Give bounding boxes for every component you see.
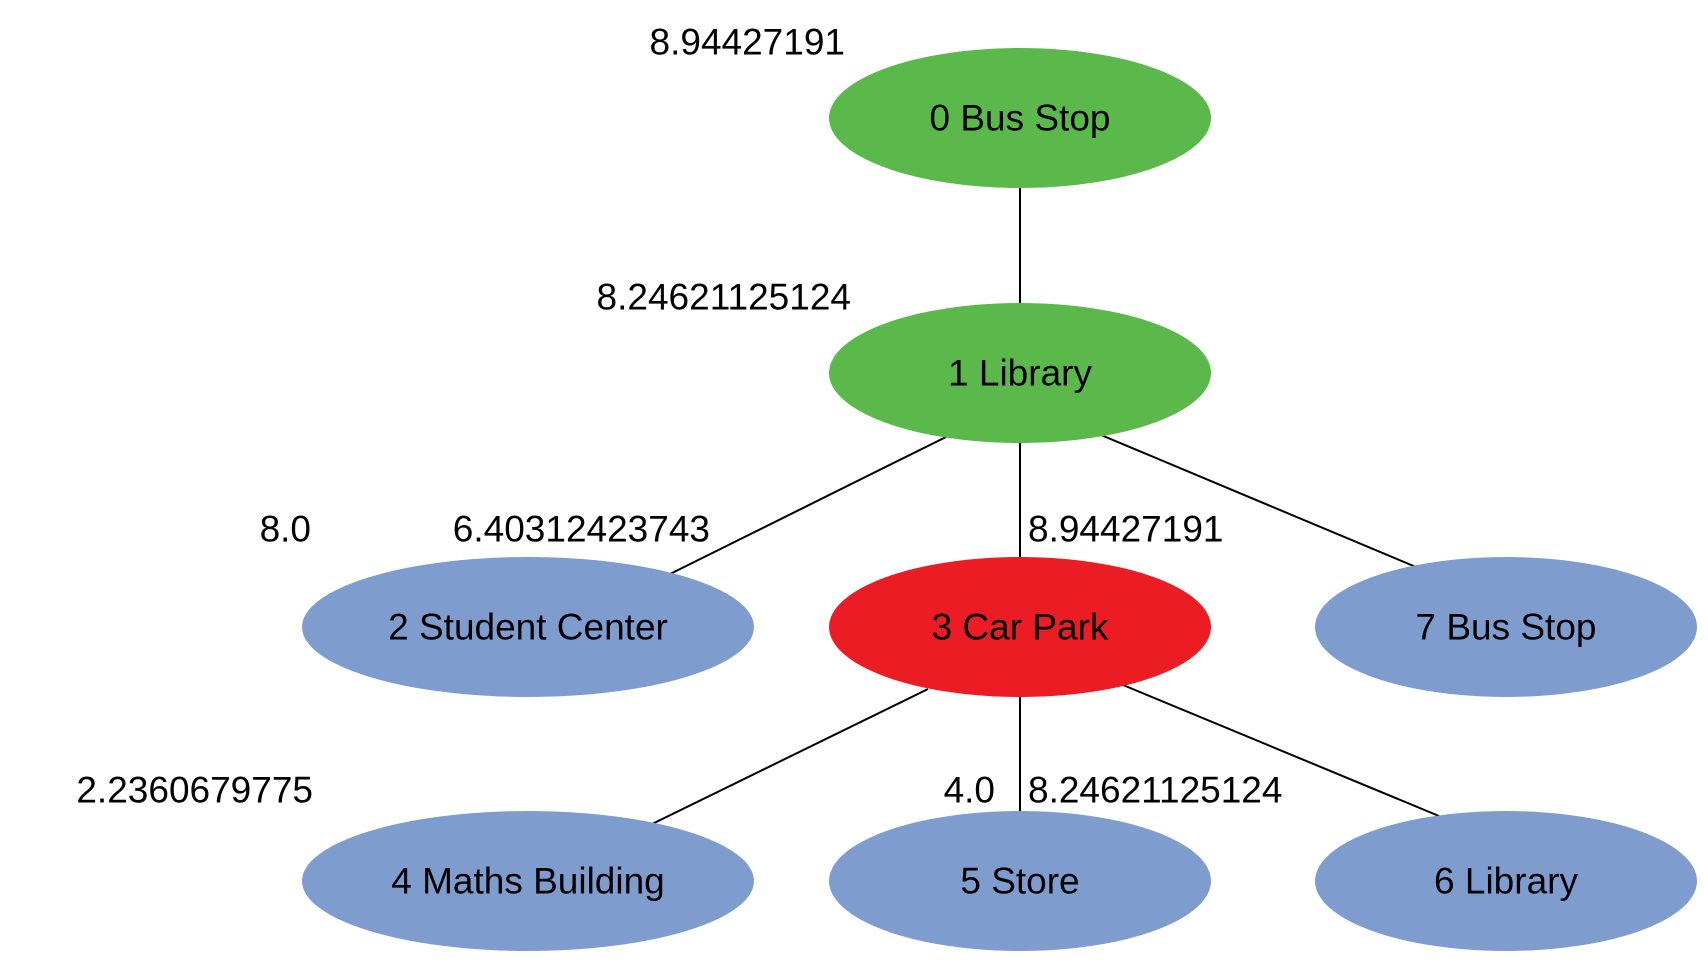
node-ellipse xyxy=(829,303,1211,443)
cost-label: 8.24621125124 xyxy=(1028,770,1282,811)
cost-label: 8.94427191 xyxy=(650,22,845,63)
node-4-maths-building: 4 Maths Building xyxy=(302,811,754,951)
edge-1-2 xyxy=(669,436,947,575)
node-label: 7 Bus Stop xyxy=(1415,607,1596,648)
node-label: 6 Library xyxy=(1434,861,1578,902)
cost-label: 2.2360679775 xyxy=(76,770,313,811)
node-label: 2 Student Center xyxy=(388,607,668,648)
cost-label: 8.94427191 xyxy=(1028,509,1223,550)
node-ellipse xyxy=(829,811,1211,951)
node-label: 1 Library xyxy=(948,353,1092,394)
node-5-store: 5 Store xyxy=(829,811,1211,951)
cost-label: 8.0 xyxy=(260,509,311,550)
node-2-student-center: 2 Student Center xyxy=(302,557,754,697)
node-3-car-park: 3 Car Park xyxy=(829,557,1211,697)
edge-1-7 xyxy=(1100,434,1417,568)
tree-nodes: 0 Bus Stop 1 Library 2 Student Center 3 … xyxy=(302,48,1697,951)
node-label: 0 Bus Stop xyxy=(929,98,1110,139)
node-1-library: 1 Library xyxy=(829,303,1211,443)
node-0-bus-stop: 0 Bus Stop xyxy=(829,48,1211,188)
node-ellipse xyxy=(829,557,1211,697)
tree-edges xyxy=(647,188,1440,827)
node-ellipse xyxy=(302,811,754,951)
node-label: 5 Store xyxy=(960,861,1079,902)
node-ellipse xyxy=(1315,557,1697,697)
node-ellipse xyxy=(829,48,1211,188)
cost-label: 6.40312423743 xyxy=(453,509,710,550)
node-6-library: 6 Library xyxy=(1315,811,1697,951)
edge-3-6 xyxy=(1122,684,1440,817)
edge-3-4 xyxy=(647,688,929,827)
node-ellipse xyxy=(302,557,754,697)
node-ellipse xyxy=(1315,811,1697,951)
node-label: 4 Maths Building xyxy=(391,861,665,902)
node-label: 3 Car Park xyxy=(932,607,1109,648)
node-7-bus-stop: 7 Bus Stop xyxy=(1315,557,1697,697)
cost-labels: 8.94427191 8.24621125124 8.0 6.403124237… xyxy=(76,22,1282,811)
cost-label: 8.24621125124 xyxy=(597,277,851,318)
cost-label: 4.0 xyxy=(944,770,995,811)
